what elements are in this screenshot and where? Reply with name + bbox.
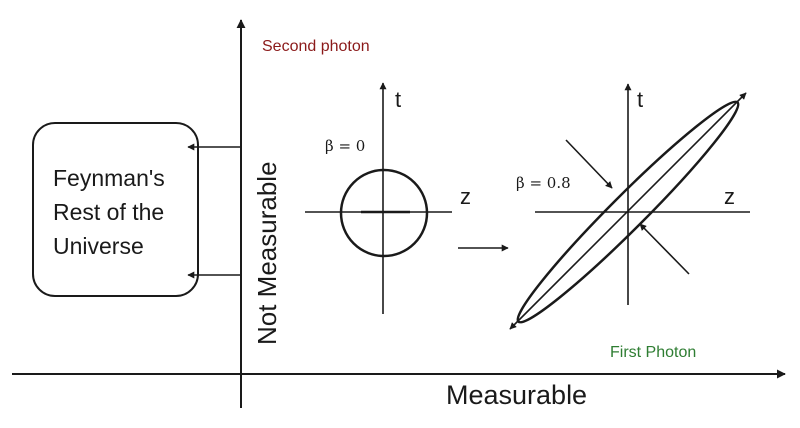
rest-of-universe-line2: Rest of the <box>53 199 164 225</box>
rest-of-universe-line1: Feynman's <box>53 165 165 191</box>
lower-pointer-line <box>639 223 690 275</box>
left-z-label: z <box>460 184 471 209</box>
not-measurable-label: Not Measurable <box>252 161 282 345</box>
beta-point-eight-label: β = 0.8 <box>516 174 571 192</box>
right-z-label: z <box>724 184 735 209</box>
beta-zero-label: β = 0 <box>325 137 365 155</box>
rest-of-universe-line3: Universe <box>53 233 144 259</box>
measurable-label: Measurable <box>446 380 587 410</box>
diagonal-axis <box>509 92 747 330</box>
left-t-label: t <box>395 87 401 112</box>
second-photon-label: Second photon <box>262 38 370 55</box>
circle-shape <box>339 168 429 258</box>
right-t-label: t <box>637 87 643 112</box>
first-photon-label: First Photon <box>610 344 696 361</box>
upper-pointer-arrow <box>565 139 613 189</box>
rest-of-universe-box <box>32 122 199 297</box>
